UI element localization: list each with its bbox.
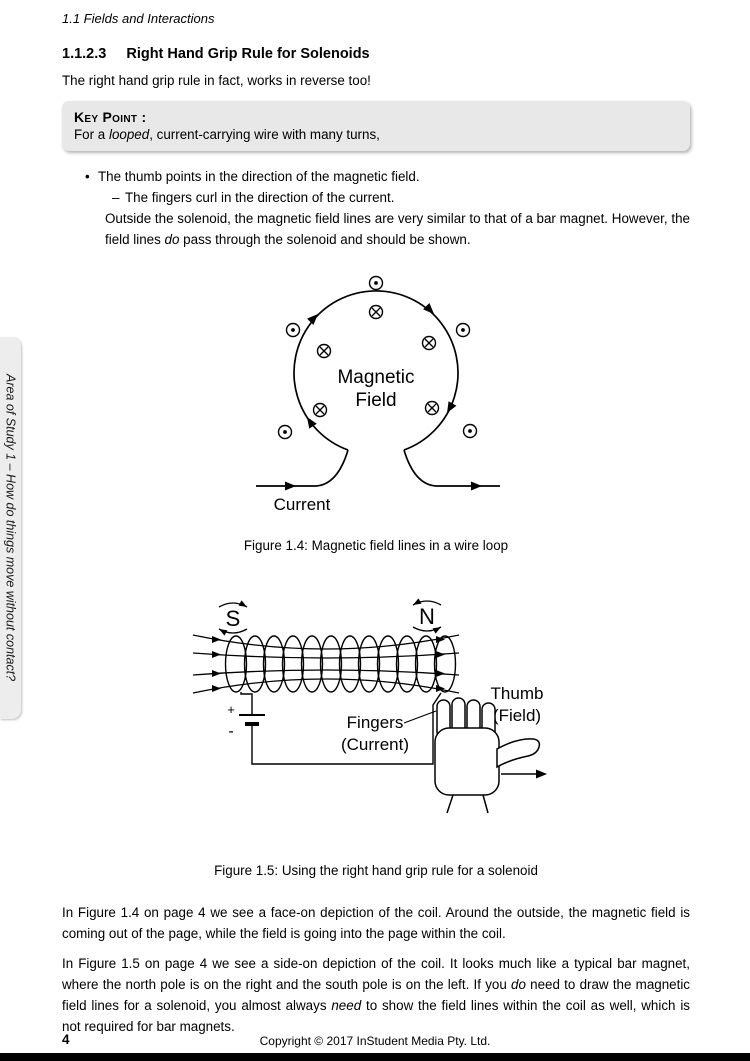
thumb-direction-arrow [501, 769, 547, 779]
bullet-marker: • [85, 169, 90, 184]
sidebar-tab-label: Area of Study 1 – How do things move wit… [3, 374, 18, 682]
section-number: 1.1.2.3 [62, 46, 107, 62]
key-point-label: Key Point : [74, 109, 147, 125]
magnetic-field-label-line2: Field [355, 390, 396, 411]
current-label: Current [274, 495, 331, 514]
key-point-text-pre: For a [74, 127, 109, 142]
key-point-box: Key Point : For a looped, current-carryi… [62, 101, 690, 151]
circuit-wires [240, 692, 442, 765]
north-pole-rotation-arrows [412, 598, 442, 634]
paragraph-2-pre: In Figure 1.5 on page 4 we see a side-on… [62, 956, 690, 992]
bullet-continuation-pre: Outside the solenoid, the magnetic field… [105, 211, 690, 247]
magnetic-field-label-line1: Magnetic [337, 367, 414, 388]
thumb-label: Thumb [491, 684, 544, 703]
south-pole-label: S [226, 606, 241, 631]
fingers-pointer-line [403, 710, 437, 724]
field-out-of-page-symbols [277, 275, 478, 440]
bullet-item-text: The thumb points in the direction of the… [98, 169, 420, 184]
thumb-shape [496, 738, 541, 769]
page-content: 1.1.2.3 Right Hand Grip Rule for Solenoid… [62, 46, 690, 1037]
paragraph-2-emphasis-1: do [511, 977, 526, 992]
intro-paragraph: The right hand grip rule in fact, works … [62, 73, 371, 88]
wire-loop [256, 290, 500, 487]
key-point-text: For a looped, current-carrying wire with… [74, 127, 678, 142]
key-point-text-post: , current-carrying wire with many turns, [149, 127, 380, 142]
key-point-text-emphasis: looped [108, 127, 150, 142]
section-title: Right Hand Grip Rule for Solenoids [126, 46, 370, 62]
north-pole-label: N [419, 604, 435, 629]
figure-1-5-solenoid-diagram: S N + - Fingers (Current) Thumb (Fi [192, 598, 547, 814]
figure-1-5: S N + - Fingers (Current) Thumb (Fi [62, 597, 690, 878]
solenoid-coil [224, 635, 457, 693]
right-hand-illustration [434, 697, 541, 814]
figure-1-4: Magnetic Field Current Figure 1.4: Magne… [62, 262, 690, 553]
running-header: 1.1 Fields and Interactions [62, 11, 215, 26]
bullet-sub-marker: – [112, 190, 120, 205]
paragraph-figure-1-4-discussion: In Figure 1.4 on page 4 we see a face-on… [62, 905, 690, 941]
section-heading: 1.1.2.3 Right Hand Grip Rule for Solenoid… [62, 46, 690, 62]
battery-minus-label: - [228, 723, 233, 740]
bullet-continuation-post: pass through the solenoid and should be … [179, 232, 471, 247]
paragraph-figure-1-5-discussion: In Figure 1.5 on page 4 we see a side-on… [62, 953, 690, 1037]
paragraph-2-emphasis-2: need [331, 998, 362, 1013]
bullet-sub-item-text: The fingers curl in the direction of the… [125, 190, 395, 205]
field-lines [192, 634, 460, 694]
battery-symbol [239, 714, 265, 726]
paragraph-2-mid: need to draw the magnetic field lines fo… [62, 977, 690, 1013]
bullet-item: • The thumb points in the direction of t… [85, 166, 690, 187]
bottom-edge-bar [0, 1053, 750, 1061]
figure-1-5-caption: Figure 1.5: Using the right hand grip ru… [214, 863, 538, 878]
bullet-sub-item: – The fingers curl in the direction of t… [112, 187, 690, 208]
paragraph-2-post: to show the field lines within the coil … [62, 998, 690, 1034]
page-number: 4 [62, 1032, 70, 1047]
battery-plus-label: + [227, 702, 235, 717]
figure-1-4-wire-loop-diagram: Magnetic Field Current [256, 275, 500, 514]
field-into-page-symbols [312, 304, 440, 418]
figure-1-4-caption: Figure 1.4: Magnetic field lines in a wi… [243, 538, 509, 553]
copyright-notice: Copyright © 2017 InStudent Media Pty. Lt… [259, 1034, 491, 1048]
current-direction-arrows [285, 303, 482, 491]
fingers-label: Fingers [347, 713, 404, 732]
bullet-continuation-emphasis: do [164, 232, 180, 247]
sidebar-tab-area-of-study: Area of Study 1 – How do things move wit… [0, 337, 21, 719]
fingers-sublabel: (Current) [341, 735, 409, 754]
thumb-sublabel: (Field) [493, 706, 541, 725]
bullet-continuation-paragraph: Outside the solenoid, the magnetic field… [105, 208, 690, 250]
south-pole-rotation-arrows [218, 600, 248, 636]
